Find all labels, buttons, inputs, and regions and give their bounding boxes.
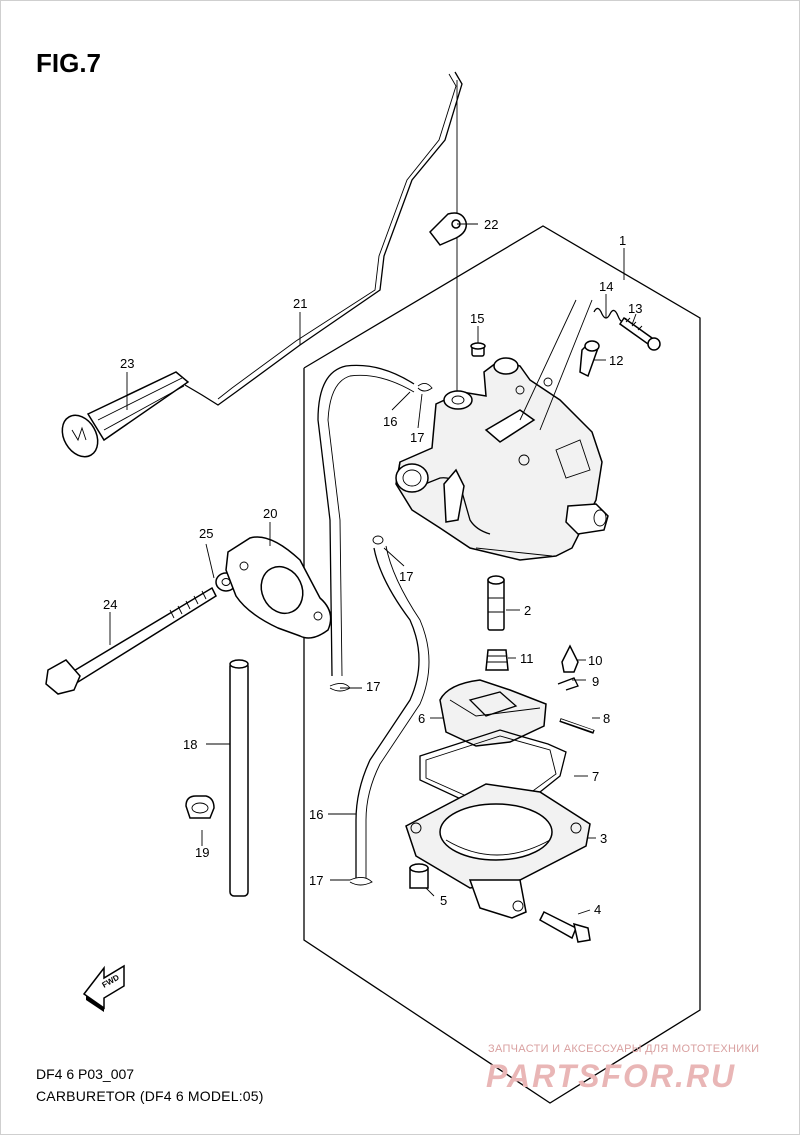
- callout-7: 7: [592, 769, 599, 784]
- carburetor-body: [395, 299, 609, 561]
- callout-11: 11: [520, 651, 534, 666]
- main-jet: [485, 649, 509, 671]
- figure-code: DF4 6 P03_007: [36, 1066, 135, 1082]
- callout-labels: 1 2 3 4 5 6 7 8 9 10 11 12 13 14 15 16 1…: [103, 217, 642, 917]
- callout-1: 1: [619, 233, 626, 248]
- figure-title: FIG.7: [36, 48, 102, 78]
- callout-22: 22: [484, 217, 498, 232]
- screw-12: [579, 340, 600, 378]
- rod-clip: [429, 212, 468, 246]
- screw-15: [470, 342, 486, 357]
- main-nozzle: [487, 575, 505, 631]
- screw-13: [618, 316, 661, 351]
- throttle-rod-edge: [217, 73, 457, 400]
- callout-20: 20: [263, 506, 277, 521]
- callout-6: 6: [418, 711, 425, 726]
- tube-clip: [185, 795, 215, 819]
- callout-19: 19: [195, 845, 209, 860]
- screw-5: [409, 863, 429, 889]
- callout-18: 18: [183, 737, 197, 752]
- callout-4: 4: [594, 902, 601, 917]
- fuel-hose-upper: [317, 364, 415, 677]
- bowl-gasket: [419, 729, 567, 809]
- callout-17-a: 17: [410, 430, 424, 445]
- choke-knob: [61, 371, 190, 458]
- spring: [593, 307, 627, 323]
- needle-valve: [561, 644, 579, 673]
- float-bowl: [405, 783, 591, 919]
- callout-24: 24: [103, 597, 117, 612]
- throttle-rod: [184, 71, 463, 406]
- callout-25: 25: [199, 526, 213, 541]
- callout-23: 23: [120, 356, 134, 371]
- watermark-tagline: ЗАПЧАСТИ И АКСЕССУАРЫ ДЛЯ МОТОТЕХНИКИ: [488, 1043, 760, 1055]
- callout-17-d: 17: [309, 873, 323, 888]
- figure-caption: CARBURETOR (DF4 6 MODEL:05): [36, 1088, 264, 1104]
- callout-17-b: 17: [399, 569, 413, 584]
- long-bolt: [45, 586, 217, 695]
- callout-15: 15: [470, 311, 484, 326]
- callout-21: 21: [293, 296, 307, 311]
- callout-17-c: 17: [366, 679, 380, 694]
- callout-12: 12: [609, 353, 623, 368]
- callout-8: 8: [603, 711, 610, 726]
- vent-tube: [229, 659, 249, 897]
- hose-clip-c: [372, 535, 384, 545]
- callout-3: 3: [600, 831, 607, 846]
- hose-clip-d: [417, 383, 433, 392]
- hose-clip-a: [329, 683, 351, 692]
- drain-screw: [539, 910, 591, 943]
- fwd-arrow-icon: FWD: [82, 964, 125, 1012]
- callout-5: 5: [440, 893, 447, 908]
- callout-16-lower: 16: [309, 807, 323, 822]
- float-clip: [557, 677, 579, 691]
- float: [439, 679, 547, 747]
- assembly-outline: [303, 225, 701, 1104]
- callout-2: 2: [524, 603, 531, 618]
- gasket: [225, 536, 332, 639]
- hose-clip-b: [349, 877, 373, 886]
- callout-13: 13: [628, 301, 642, 316]
- callout-16-upper: 16: [383, 414, 397, 429]
- callout-14: 14: [599, 279, 613, 294]
- callout-9: 9: [592, 674, 599, 689]
- callout-10: 10: [588, 653, 602, 668]
- watermark-logo: PARTSFOR.RU: [486, 1058, 737, 1094]
- fuel-hose-lower: [355, 547, 420, 878]
